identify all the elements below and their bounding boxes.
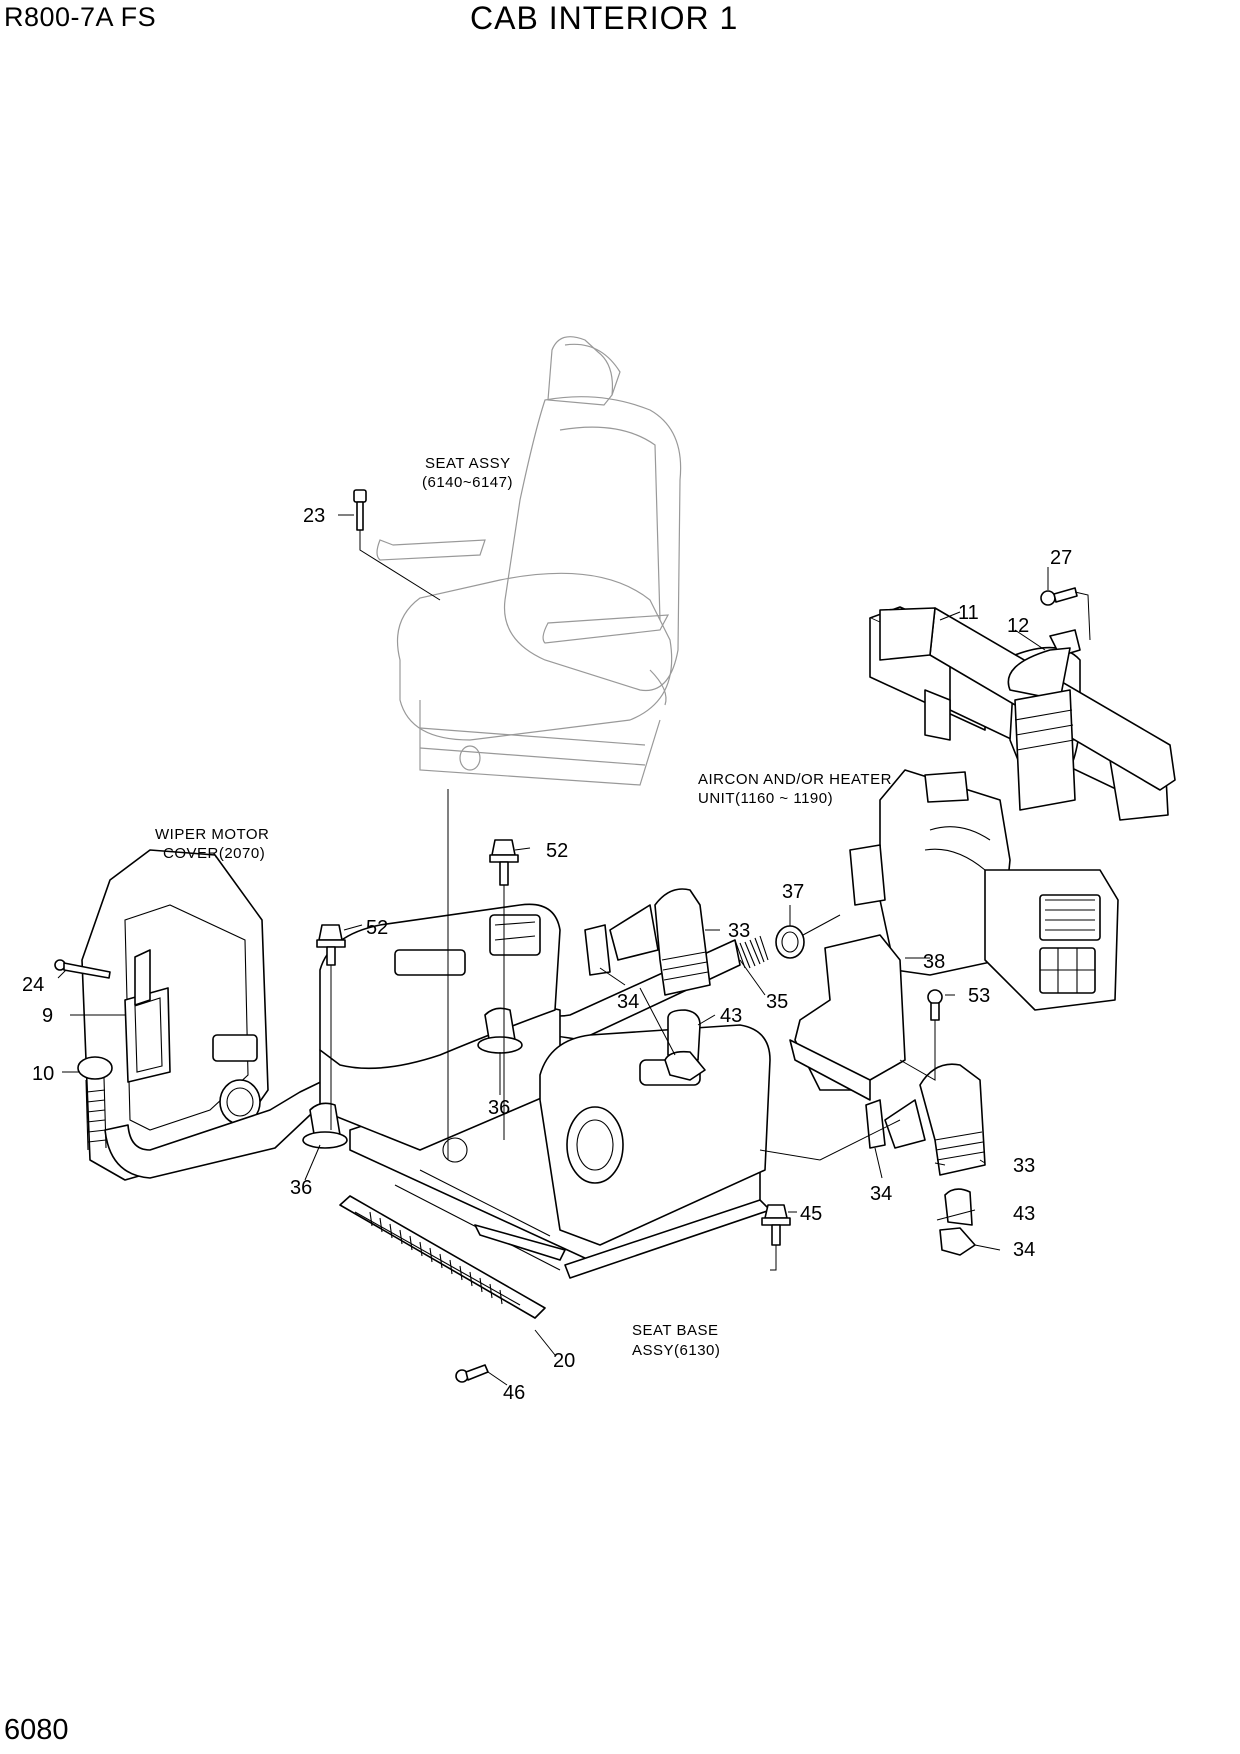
callout-10: 10: [32, 1063, 54, 1085]
fastener-53: [927, 989, 943, 1021]
callout-37: 37: [782, 881, 804, 903]
fastener-46: [455, 1364, 489, 1383]
seat-base-note-line1: SEAT BASE: [632, 1322, 718, 1339]
plug-43-upper: [667, 1009, 701, 1061]
fastener-45: [761, 1204, 791, 1246]
plug-43-lower: [944, 1188, 973, 1226]
callout-20: 20: [553, 1350, 575, 1372]
callout-33-upper: 33: [728, 920, 750, 942]
long-air-duct: [104, 935, 769, 1179]
wiper-cover-note-line2: COVER(2070): [163, 845, 265, 862]
upper-ducts: [879, 607, 1176, 811]
callout-36-left: 36: [290, 1177, 312, 1199]
callout-38: 38: [923, 951, 945, 973]
cap-34-a: [584, 924, 611, 976]
callout-9: 9: [42, 1005, 53, 1027]
wiper-cover-note-line1: WIPER MOTOR: [155, 826, 269, 843]
seat-assembly: [376, 336, 682, 786]
callout-43-lower: 43: [1013, 1203, 1035, 1225]
aircon-note-line1: AIRCON AND/OR HEATER: [698, 771, 892, 788]
callout-34-lower: 34: [1013, 1239, 1035, 1261]
callout-12: 12: [1007, 615, 1029, 637]
callout-34-middle: 34: [870, 1183, 892, 1205]
callout-34-upper: 34: [617, 991, 639, 1013]
callout-36-right: 36: [488, 1097, 510, 1119]
model-label: R800-7A FS: [4, 2, 157, 32]
page-number: 6080: [4, 1714, 69, 1746]
page-title: CAB INTERIOR 1: [470, 0, 739, 36]
callout-46: 46: [503, 1382, 525, 1404]
seat-base-assembly: [319, 903, 771, 1279]
callout-27: 27: [1050, 547, 1072, 569]
fastener-52-b: [316, 924, 346, 966]
callout-33-lower: 33: [1013, 1155, 1035, 1177]
wiper-motor-cover: [77, 849, 269, 1181]
elbow-duct-upper: [609, 888, 711, 996]
cap-34-d: [939, 1227, 976, 1256]
clamps-36: [302, 1007, 523, 1149]
callout-45: 45: [800, 1203, 822, 1225]
cap-34-c: [865, 1099, 886, 1149]
fastener-24: [54, 959, 111, 979]
callout-52-upper: 52: [546, 840, 568, 862]
leader-lines: [57, 514, 1091, 1386]
seat-assy-note-line1: SEAT ASSY: [425, 455, 511, 472]
callout-23: 23: [303, 505, 325, 527]
callout-11: 11: [958, 602, 979, 624]
callout-35: 35: [766, 991, 788, 1013]
fastener-52-a: [489, 839, 519, 886]
fastener-27: [1040, 587, 1078, 606]
callout-52-lower: 52: [366, 917, 388, 939]
vent-grille: [339, 1195, 546, 1319]
seat-assy-note-line2: (6140~6147): [422, 474, 513, 491]
seat-base-note-line2: ASSY(6130): [632, 1342, 720, 1359]
elbow-duct-lower: [884, 1063, 986, 1176]
aircon-note-line2: UNIT(1160 ~ 1190): [698, 790, 833, 807]
cap-34-b: [664, 1050, 706, 1081]
side-duct: [789, 934, 906, 1101]
callout-43-upper: 43: [720, 1005, 742, 1027]
fastener-23: [353, 489, 367, 531]
clamp-37: [775, 925, 805, 959]
callout-24: 24: [22, 974, 44, 996]
callout-53: 53: [968, 985, 990, 1007]
